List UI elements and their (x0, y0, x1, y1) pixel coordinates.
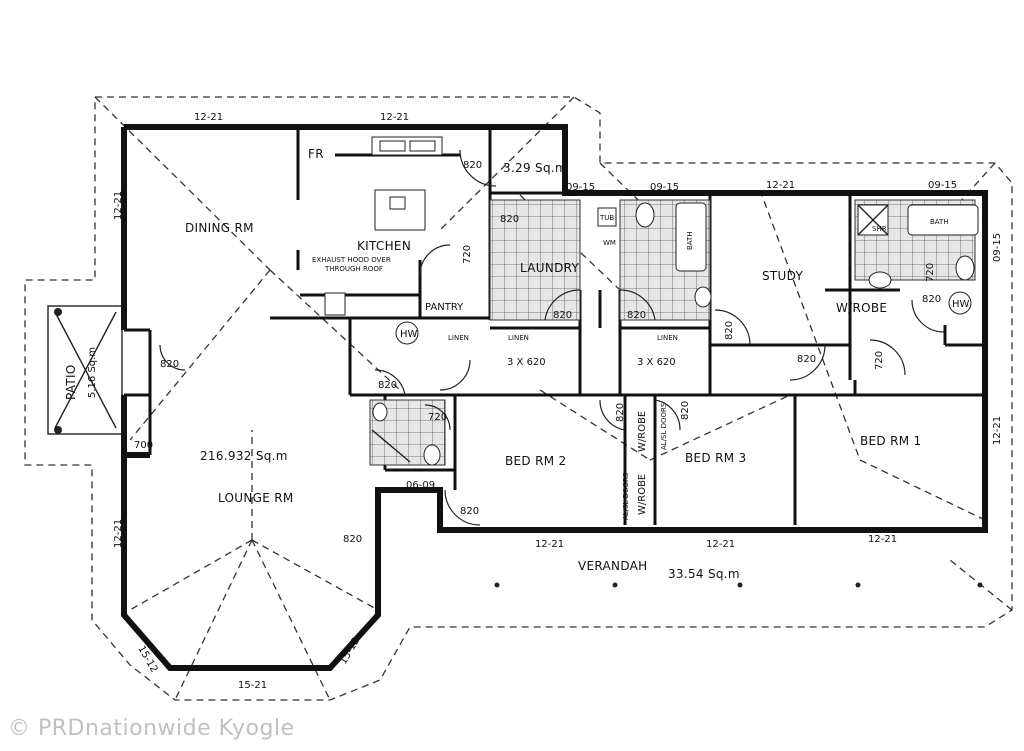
door-820-f: 820 (922, 294, 941, 305)
watermark: © PRDnationwide Kyogle (8, 716, 295, 741)
dim-mid-1: 09-15 (566, 182, 595, 193)
note-exhaust-2: THROUGH ROOF (324, 265, 383, 273)
dim-top-2: 12-21 (380, 112, 409, 123)
door-700: 700 (134, 440, 153, 451)
fixtures (324, 136, 979, 466)
door-820-i: 820 (160, 359, 179, 370)
note-exhaust-1: EXHAUST HOOD OVER (312, 256, 391, 264)
door-820-h: 820 (680, 401, 691, 420)
room-label-bed3: BED RM 3 (685, 451, 746, 465)
room-label-wrobe-mid1: W/ROBE (637, 411, 648, 452)
dim-mid-2: 09-15 (650, 182, 679, 193)
label-alsl-1: AL/SL DOORS (622, 472, 630, 520)
label-wm: WM (603, 239, 616, 247)
dim-right-1: 09-15 (992, 233, 1003, 262)
room-label-patio: PATIO (64, 364, 78, 400)
dim-bot-2: 12-21 (706, 539, 735, 550)
door-820-j: 820 (378, 380, 397, 391)
door-720-d: 720 (428, 412, 447, 423)
area-patio: 5.16 Sq.m (87, 347, 98, 398)
dim-top-1: 12-21 (194, 112, 223, 123)
door-820-e: 820 (797, 354, 816, 365)
area-verandah: 33.54 Sq.m (668, 567, 740, 581)
door-820-a: 820 (463, 160, 482, 171)
door-820-c: 820 (627, 310, 646, 321)
door-720-a: 720 (462, 245, 473, 264)
dim-mid-3: 12-21 (766, 180, 795, 191)
door-820-b: 820 (553, 310, 572, 321)
label-bath-right: BATH (930, 218, 949, 226)
label-hw-2: HW (952, 299, 970, 310)
room-label-study: STUDY (762, 269, 804, 283)
label-linen-2: LINEN (508, 334, 529, 342)
area-entry: 3.29 Sq.m (503, 161, 567, 175)
label-tub: TUB (599, 214, 614, 222)
room-label-kitchen: KITCHEN (357, 239, 411, 253)
dimension-labels: 12-21 12-21 12-21 12-21 09-15 09-15 12-2… (113, 112, 1003, 691)
exterior-walls (121, 124, 988, 671)
verandah-posts (494, 582, 983, 588)
dim-left-2: 12-21 (113, 519, 124, 548)
label-linen-1: LINEN (448, 334, 469, 342)
room-label-wrobe-top: W/ROBE (836, 301, 887, 315)
dim-left-1: 12-21 (113, 191, 124, 220)
label-shr: SHR (872, 225, 887, 233)
room-label-lounge: LOUNGE RM (218, 491, 294, 505)
room-label-verandah: VERANDAH (578, 559, 648, 573)
dim-bot-3: 12-21 (868, 534, 897, 545)
area-labels: 216.932 Sq.m 33.54 Sq.m 5.16 Sq.m 3.29 S… (87, 161, 740, 581)
label-hw-1: HW (400, 329, 418, 340)
dim-bot-1: 12-21 (535, 539, 564, 550)
dim-ensuite: 06-09 (406, 480, 435, 491)
dim-mid-4: 09-15 (928, 180, 957, 191)
roof-outline (24, 96, 1013, 701)
tiled-areas (369, 199, 976, 466)
door-720-b: 720 (874, 351, 885, 370)
dim-bay-2: 15-21 (238, 680, 267, 691)
door-720-c: 720 (925, 263, 936, 282)
room-label-pantry: PANTRY (425, 302, 464, 313)
door-820-k: 820 (460, 506, 479, 517)
label-bath-left: BATH (686, 231, 694, 250)
door-620-a: 3 X 620 (507, 357, 546, 368)
door-sizes: 820 720 820 820 3 X 620 3 X 620 820 820 … (134, 160, 941, 545)
door-820-l: 820 (343, 534, 362, 545)
label-alsl-2: AL/SL DOORS (660, 402, 668, 450)
door-620-b: 3 X 620 (637, 357, 676, 368)
room-label-dining: DINING RM (185, 221, 254, 235)
room-label-fr: FR (308, 147, 324, 161)
dim-right-2: 12-21 (992, 416, 1003, 445)
door-820-d: 820 (724, 321, 735, 340)
door-swings (159, 149, 945, 526)
room-label-bed2: BED RM 2 (505, 454, 566, 468)
area-main: 216.932 Sq.m (200, 449, 288, 463)
room-label-laundry: LAUNDRY (520, 261, 580, 275)
patio (47, 305, 123, 435)
label-linen-3: LINEN (657, 334, 678, 342)
room-labels: DINING RM KITCHEN FR EXHAUST HOOD OVER T… (64, 147, 970, 573)
door-820-m: 820 (500, 214, 519, 225)
room-label-bed1: BED RM 1 (860, 434, 921, 448)
door-820-g: 820 (615, 403, 626, 422)
room-label-wrobe-mid2: W/ROBE (637, 474, 648, 515)
